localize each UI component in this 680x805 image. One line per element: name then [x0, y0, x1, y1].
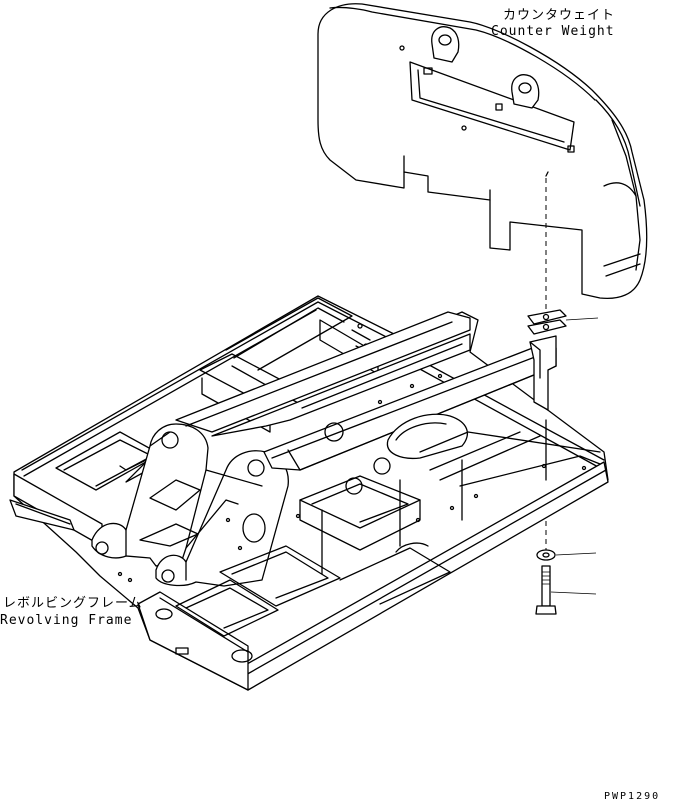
- counter-weight-icon: [317, 3, 648, 300]
- revolving-frame-label-en: Revolving Frame: [0, 613, 133, 628]
- shim-icon: [527, 309, 599, 335]
- drawing-code: PWP1290: [604, 791, 661, 802]
- counter-weight-label-jp: カウンタウェイト: [503, 8, 616, 23]
- revolving-frame-icon: [9, 295, 609, 691]
- revolving-frame-label-jp: レボルビングフレーム: [3, 596, 143, 611]
- washer-icon: [536, 549, 597, 561]
- bolt-icon: [535, 565, 597, 615]
- counter-weight-label-en: Counter Weight: [491, 24, 615, 39]
